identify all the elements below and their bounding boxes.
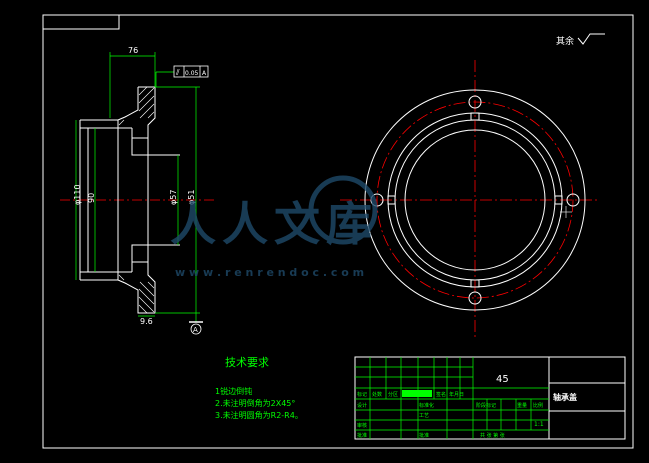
watermark-url: w w w . r e n r e n d o c . c o m [175,266,364,279]
front-view [340,60,600,340]
dim-d110: φ110 [73,184,82,205]
tech-title: 技术要求 [225,356,269,369]
tb-label-mark: 标记 [357,391,367,398]
title-block: 45 轴承盖 1:1 标记 处数 分区 签名 年月日 设计 标准化 审核 工艺 … [354,356,626,440]
tb-label-stage: 阶段标记 [476,402,496,409]
tb-label-design: 设计 [357,402,367,409]
tb-label-zone: 分区 [388,391,398,398]
dim-top: 76 [128,46,138,55]
tech-line-2: 2.未注明倒角为2X45° [215,398,295,408]
tb-label-weight: 重量 [517,402,527,409]
tb-label-approve: 批准 [357,432,367,439]
tb-label-scale: 比例 [533,402,543,409]
part-name: 轴承盖 [553,392,577,402]
tb-label-review: 审核 [357,422,367,429]
material-label: 45 [496,374,509,385]
dim-bottom: 9.6 [140,317,153,326]
tech-requirements: 技术要求 1锐边倒钝 2.未注明倒角为2X45° 3.未注明圆角为R2-R4。 [215,356,303,420]
tb-label-count: 处数 [372,391,382,398]
datum-symbol: A [189,321,203,335]
datum-label: A [193,326,198,334]
dim-d51: φ51 [187,190,196,205]
tech-line-1: 1锐边倒钝 [215,386,252,396]
dim-d90: 90 [87,193,96,203]
watermark: 人人文库 w w w . r e n r e n d o c . c o m [170,175,378,279]
tb-label-date: 年月日 [449,391,464,398]
tolerance-datum: A [202,70,207,77]
roughness-symbol: 其余 [556,33,605,47]
tolerance-frame: ⫽ 0.05 A [173,65,209,78]
tolerance-value: 0.05 [185,70,199,77]
title-block-highlight [402,390,432,397]
scale-value: 1:1 [534,421,544,428]
drawing-frame [42,14,634,449]
section-view: 76 φ110 90 φ57 φ51 9.6 ⫽ 0.05 A A [60,46,215,335]
tb-label-process: 工艺 [419,413,429,419]
tb-label-standard: 标准化 [419,402,434,409]
tb-label-sheets: 共 张 第 张 [480,432,505,439]
tb-label-approve-2: 批准 [419,432,429,439]
dim-d57: φ57 [169,190,178,205]
tb-label-sign: 签名 [436,391,446,398]
watermark-text: 人人文库 [170,197,378,251]
roughness-label: 其余 [556,35,574,47]
svg-text:⫽: ⫽ [175,68,180,77]
tech-line-3: 3.未注明圆角为R2-R4。 [215,410,303,420]
